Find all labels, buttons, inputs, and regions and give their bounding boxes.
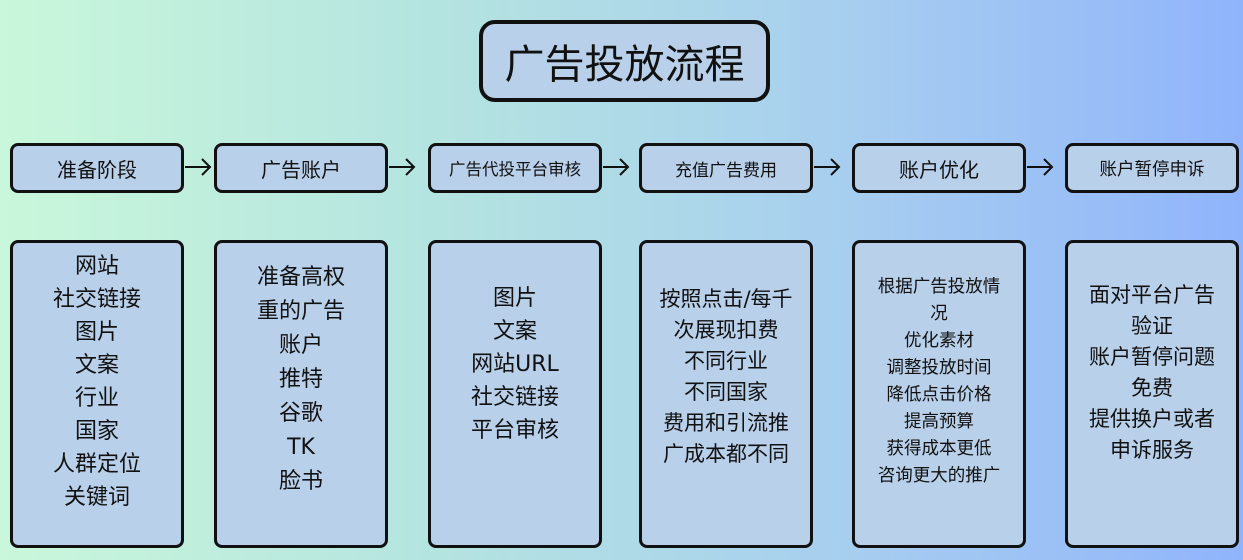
detail-line: 人群定位 xyxy=(52,452,141,477)
detail-line: 文案 xyxy=(74,353,119,378)
detail-line: 账户暂停问题 xyxy=(1089,345,1215,369)
detail-line: 脸书 xyxy=(278,469,323,494)
detail-line: 免费 xyxy=(1131,376,1173,400)
detail-line: 降低点击价格 xyxy=(886,385,992,405)
detail-line: 费用和引流推 xyxy=(663,411,789,435)
detail-line: 况 xyxy=(930,304,948,324)
detail-line: 社交链接 xyxy=(52,287,141,312)
detail-line: 咨询更大的推广 xyxy=(877,466,1001,486)
stage-header-6: 账户暂停申诉 xyxy=(1065,143,1239,193)
detail-line: 申诉服务 xyxy=(1110,438,1194,462)
stage-header-2: 广告账户 xyxy=(214,143,388,193)
arrow-right-icon xyxy=(814,158,841,176)
arrow-right-icon xyxy=(603,158,630,176)
detail-line: 次展现扣费 xyxy=(673,318,779,342)
detail-line: 平台审核 xyxy=(470,418,559,443)
stage-detail-box-4: 按照点击/每千次展现扣费不同行业不同国家费用和引流推广成本都不同 xyxy=(639,240,813,548)
detail-line: 获得成本更低 xyxy=(886,439,992,459)
arrow-right-icon xyxy=(185,158,212,176)
stage-header-4: 充值广告费用 xyxy=(639,143,813,193)
detail-line: 不同行业 xyxy=(684,349,768,373)
diagram-title: 广告投放流程 xyxy=(479,20,770,102)
detail-line: 国家 xyxy=(74,419,119,444)
detail-line: 推特 xyxy=(278,367,323,392)
detail-line: 根据广告投放情 xyxy=(877,277,1001,297)
detail-line: 谷歌 xyxy=(278,401,323,426)
detail-line: 准备高权 xyxy=(256,265,345,290)
detail-line: 社交链接 xyxy=(470,385,559,410)
detail-line: 优化素材 xyxy=(904,331,974,351)
detail-line: 图片 xyxy=(74,320,119,345)
detail-line: 网站 xyxy=(74,254,119,279)
stage-detail-box-2: 准备高权重的广告账户推特谷歌 TK 脸书 xyxy=(214,240,388,548)
detail-line: 调整投放时间 xyxy=(886,358,992,378)
stage-detail-box-3: 图片文案网站URL 社交链接平台审核 xyxy=(428,240,602,548)
stage-detail-box-5: 根据广告投放情况优化素材调整投放时间降低点击价格提高预算获得成本更低咨询更大的推… xyxy=(852,240,1026,548)
detail-line: 面对平台广告 xyxy=(1089,283,1215,307)
detail-line: 验证 xyxy=(1131,314,1173,338)
stage-detail-box-1: 网站社交链接图片文案行业国家人群定位关键词 xyxy=(10,240,184,548)
detail-line: 行业 xyxy=(74,386,119,411)
arrow-right-icon xyxy=(1027,158,1054,176)
detail-line: 图片 xyxy=(492,286,537,311)
detail-line: 网站URL xyxy=(471,352,559,377)
detail-line: 账户 xyxy=(278,333,323,358)
detail-line: 提高预算 xyxy=(904,412,974,432)
detail-line: 不同国家 xyxy=(684,380,768,404)
detail-line: TK xyxy=(287,435,315,460)
detail-line: 广成本都不同 xyxy=(663,442,789,466)
detail-line: 关键词 xyxy=(63,485,130,510)
detail-line: 提供换户或者 xyxy=(1089,407,1215,431)
stage-header-3: 广告代投平台审核 xyxy=(428,143,602,193)
stage-detail-box-6: 面对平台广告验证账户暂停问题免费提供换户或者申诉服务 xyxy=(1065,240,1239,548)
detail-line: 按照点击/每千 xyxy=(659,287,793,311)
arrow-right-icon xyxy=(389,158,416,176)
stage-header-1: 准备阶段 xyxy=(10,143,184,193)
stage-header-5: 账户优化 xyxy=(852,143,1026,193)
detail-line: 文案 xyxy=(492,319,537,344)
detail-line: 重的广告 xyxy=(256,299,345,324)
